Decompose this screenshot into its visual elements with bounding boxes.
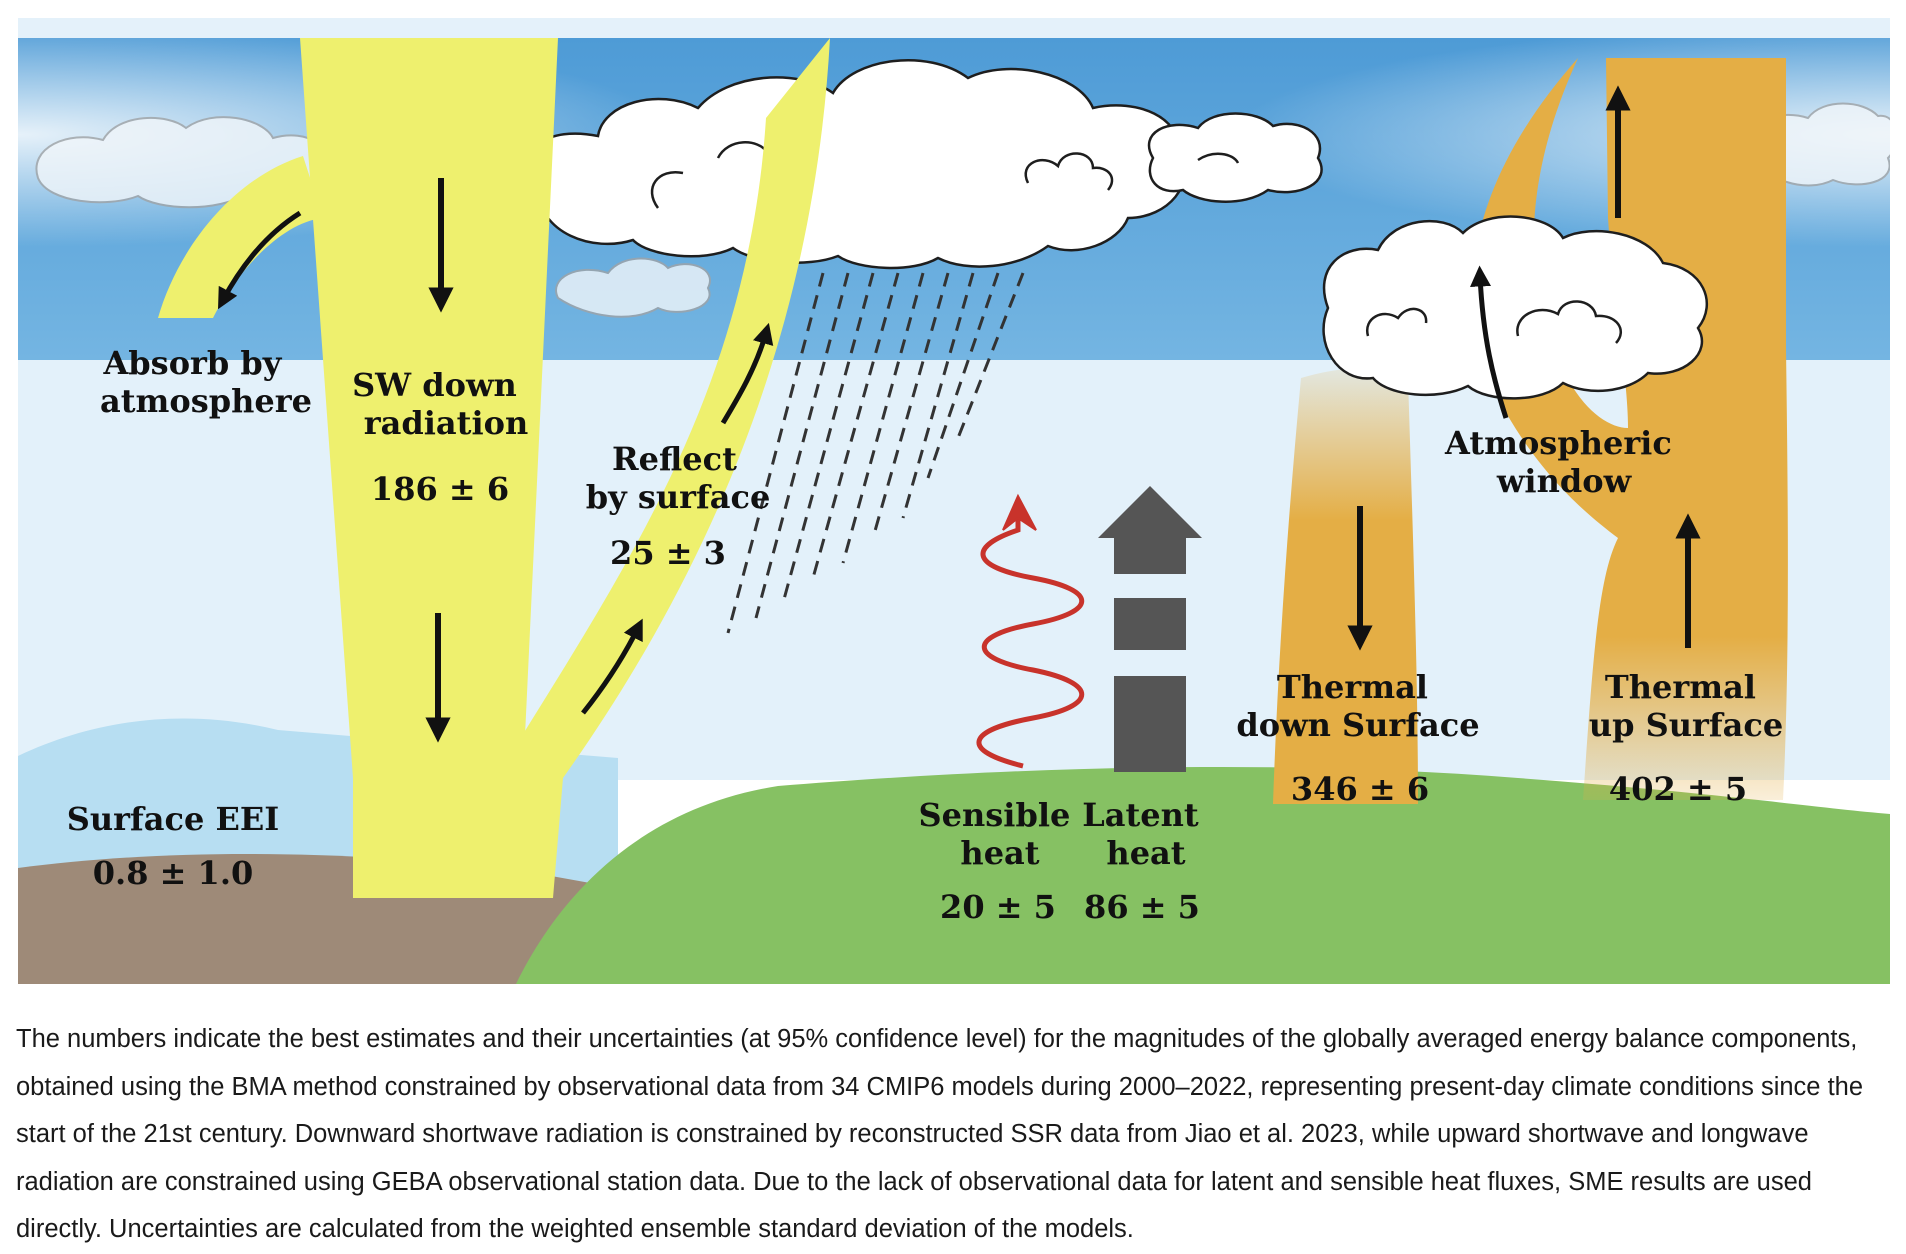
latent-heat-arrow bbox=[1098, 486, 1202, 772]
latent-label: Latent heat bbox=[1082, 796, 1210, 872]
thermal-up-value: 402 ± 5 bbox=[1609, 770, 1747, 808]
sensible-heat-arrowhead bbox=[1002, 493, 1037, 531]
sw-down-label: SW down radiation bbox=[352, 366, 528, 442]
atmospheric-window-band bbox=[1472, 58, 1788, 800]
reflect-label: Reflect by surface bbox=[586, 440, 771, 516]
sw-down-value: 186 ± 6 bbox=[371, 470, 509, 508]
reflect-arrow-upper bbox=[720, 322, 774, 425]
rain bbox=[726, 272, 1025, 634]
figure-caption: The numbers indicate the best estimates … bbox=[16, 1025, 1864, 1244]
absorb-arrow bbox=[218, 210, 302, 310]
sky-upper bbox=[18, 18, 1890, 38]
thermal-up-label: Thermal up Surface bbox=[1589, 668, 1783, 744]
reflect-arrow-lower bbox=[581, 618, 643, 715]
absorb-atmosphere-band bbox=[158, 156, 323, 318]
reflect-band bbox=[496, 38, 830, 898]
atm-window-arrow bbox=[1470, 265, 1509, 419]
sensible-value: 20 ± 5 bbox=[940, 888, 1056, 926]
latent-value: 86 ± 5 bbox=[1084, 888, 1200, 926]
energy-balance-diagram: Absorb by atmosphere SW down radiation 1… bbox=[18, 18, 1890, 984]
surface-eei-label: Surface EEI bbox=[67, 800, 279, 838]
reflect-value: 25 ± 3 bbox=[610, 534, 726, 572]
thermal-down-label: Thermal down Surface bbox=[1236, 668, 1479, 744]
atm-window-label: Atmospheric window bbox=[1444, 424, 1683, 500]
thermal-down-band bbox=[1273, 368, 1418, 804]
sensible-label: Sensible heat bbox=[919, 796, 1082, 872]
sensible-heat-wave bbox=[976, 518, 1084, 769]
land-surface bbox=[516, 766, 1890, 984]
surface-eei-value: 0.8 ± 1.0 bbox=[93, 854, 253, 892]
absorb-label: Absorb by atmosphere bbox=[100, 344, 312, 420]
small-cloud bbox=[1147, 112, 1323, 203]
right-cloud bbox=[1322, 215, 1709, 400]
thermal-down-value: 346 ± 6 bbox=[1291, 770, 1429, 808]
sw-down-band bbox=[300, 38, 558, 898]
